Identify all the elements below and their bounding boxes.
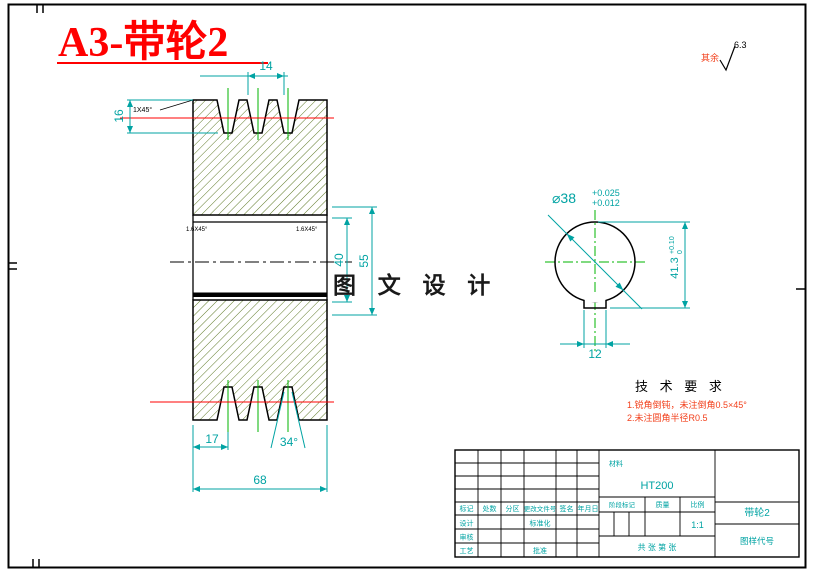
tb-stage-label: 阶段标记 bbox=[609, 500, 636, 509]
pulley-hub-lines bbox=[192, 215, 328, 300]
tb-header-count: 处数 bbox=[483, 504, 497, 513]
title-block-border bbox=[454, 449, 800, 558]
tb-material-value: HT200 bbox=[640, 480, 673, 492]
keyway-arc-mask bbox=[584, 293, 606, 303]
dim-keyway-tol-upper: +0.10 bbox=[669, 236, 676, 254]
tb-row-process: 工艺 bbox=[460, 547, 474, 555]
title-block-grid bbox=[455, 450, 799, 557]
drawing-title: A3-带轮2 bbox=[57, 19, 268, 66]
tb-row-standardization: 标准化 bbox=[530, 519, 551, 528]
title-block: 标记 处数 分区 更改文件号 签名 年月日 设计 审核 工艺 标准化 批准 材料… bbox=[454, 449, 800, 558]
tb-scale-label: 比例 bbox=[691, 500, 705, 509]
dim-groove-pitch: 14 bbox=[259, 59, 273, 73]
dim-keyway-width: 12 bbox=[588, 347, 602, 361]
watermark-text: 图 文 设 计 bbox=[333, 272, 498, 298]
tb-sheets: 共 张 第 张 bbox=[638, 542, 677, 552]
tech-req-title: 技 术 要 求 bbox=[635, 379, 726, 394]
tech-req-line-1: 1.锐角倒钝，未注倒角0.5×45° bbox=[627, 399, 747, 410]
pulley-top-rim bbox=[192, 99, 328, 216]
roughness-value: 6.3 bbox=[734, 40, 747, 50]
tb-header-change-doc: 更改文件号 bbox=[524, 504, 557, 513]
pulley-bottom-rim bbox=[192, 299, 328, 421]
tb-header-date: 年月日 bbox=[578, 504, 599, 513]
keyway-section-band bbox=[193, 292, 327, 297]
pulley-end-view: ⌀38 +0.025 +0.012 41.3 +0.10 0 12 bbox=[545, 188, 690, 361]
bore-chamfer-left: 1.6X45° bbox=[186, 227, 208, 233]
groove-center-lines bbox=[227, 88, 289, 432]
dim-bore: ⌀38 bbox=[552, 190, 576, 206]
dim-keyway-tol-lower: 0 bbox=[677, 250, 684, 254]
chamfer-leader bbox=[159, 99, 194, 111]
dim-keyway-height: 41.3 bbox=[669, 257, 681, 278]
tb-material-label: 材料 bbox=[609, 459, 623, 468]
tb-part-name: 带轮2 bbox=[744, 506, 770, 519]
dim-bore-tol-upper: +0.025 bbox=[592, 188, 620, 198]
tech-req-line-2: 2.未注圆角半径R0.5 bbox=[627, 412, 708, 423]
tb-scale-value: 1:1 bbox=[691, 520, 704, 530]
dim-total-width: 68 bbox=[253, 473, 267, 487]
centering-ticks bbox=[8, 4, 806, 568]
tb-row-design: 设计 bbox=[460, 519, 474, 528]
dim-first-groove-offset: 17 bbox=[205, 432, 219, 446]
bore-chamfer-right: 1.6X45° bbox=[296, 227, 318, 233]
dim-hub-width: 40 bbox=[332, 253, 346, 267]
dim-groove-angle: 34° bbox=[280, 435, 298, 449]
chamfer-note: 1X45° bbox=[133, 106, 152, 114]
page-title: A3-带轮2 bbox=[58, 19, 228, 66]
dim-rim-width: 55 bbox=[357, 254, 371, 268]
tb-weight-label: 质量 bbox=[656, 500, 670, 509]
end-view-centerlines bbox=[545, 210, 648, 352]
dim-bore-tol-lower: +0.012 bbox=[592, 198, 620, 208]
tb-header-zone: 分区 bbox=[506, 504, 520, 513]
tb-row-approve: 批准 bbox=[533, 546, 547, 555]
tb-code-label: 图样代号 bbox=[740, 536, 774, 546]
end-dimension-lines bbox=[547, 214, 690, 348]
tb-header-mark: 标记 bbox=[460, 504, 474, 513]
tb-header-signature: 签名 bbox=[560, 504, 574, 513]
keyway-outline bbox=[583, 300, 607, 309]
roughness-rest-label: 其余 bbox=[701, 52, 719, 63]
roughness-check-icon bbox=[719, 45, 736, 72]
section-dimension-lines bbox=[127, 72, 377, 492]
pitch-lines bbox=[120, 117, 334, 403]
tb-row-check: 审核 bbox=[460, 533, 474, 542]
surface-roughness-note: 其余 6.3 bbox=[701, 40, 747, 72]
drawing-frame bbox=[7, 3, 807, 569]
dim-groove-depth: 16 bbox=[112, 109, 126, 123]
technical-requirements: 技 术 要 求 1.锐角倒钝，未注倒角0.5×45° 2.未注圆角半径R0.5 bbox=[627, 379, 747, 423]
sheet-border bbox=[7, 3, 807, 569]
pulley-section-view: 1X45° 1.6X45° 1.6X45° 14 16 40 55 17 34°… bbox=[112, 59, 377, 492]
